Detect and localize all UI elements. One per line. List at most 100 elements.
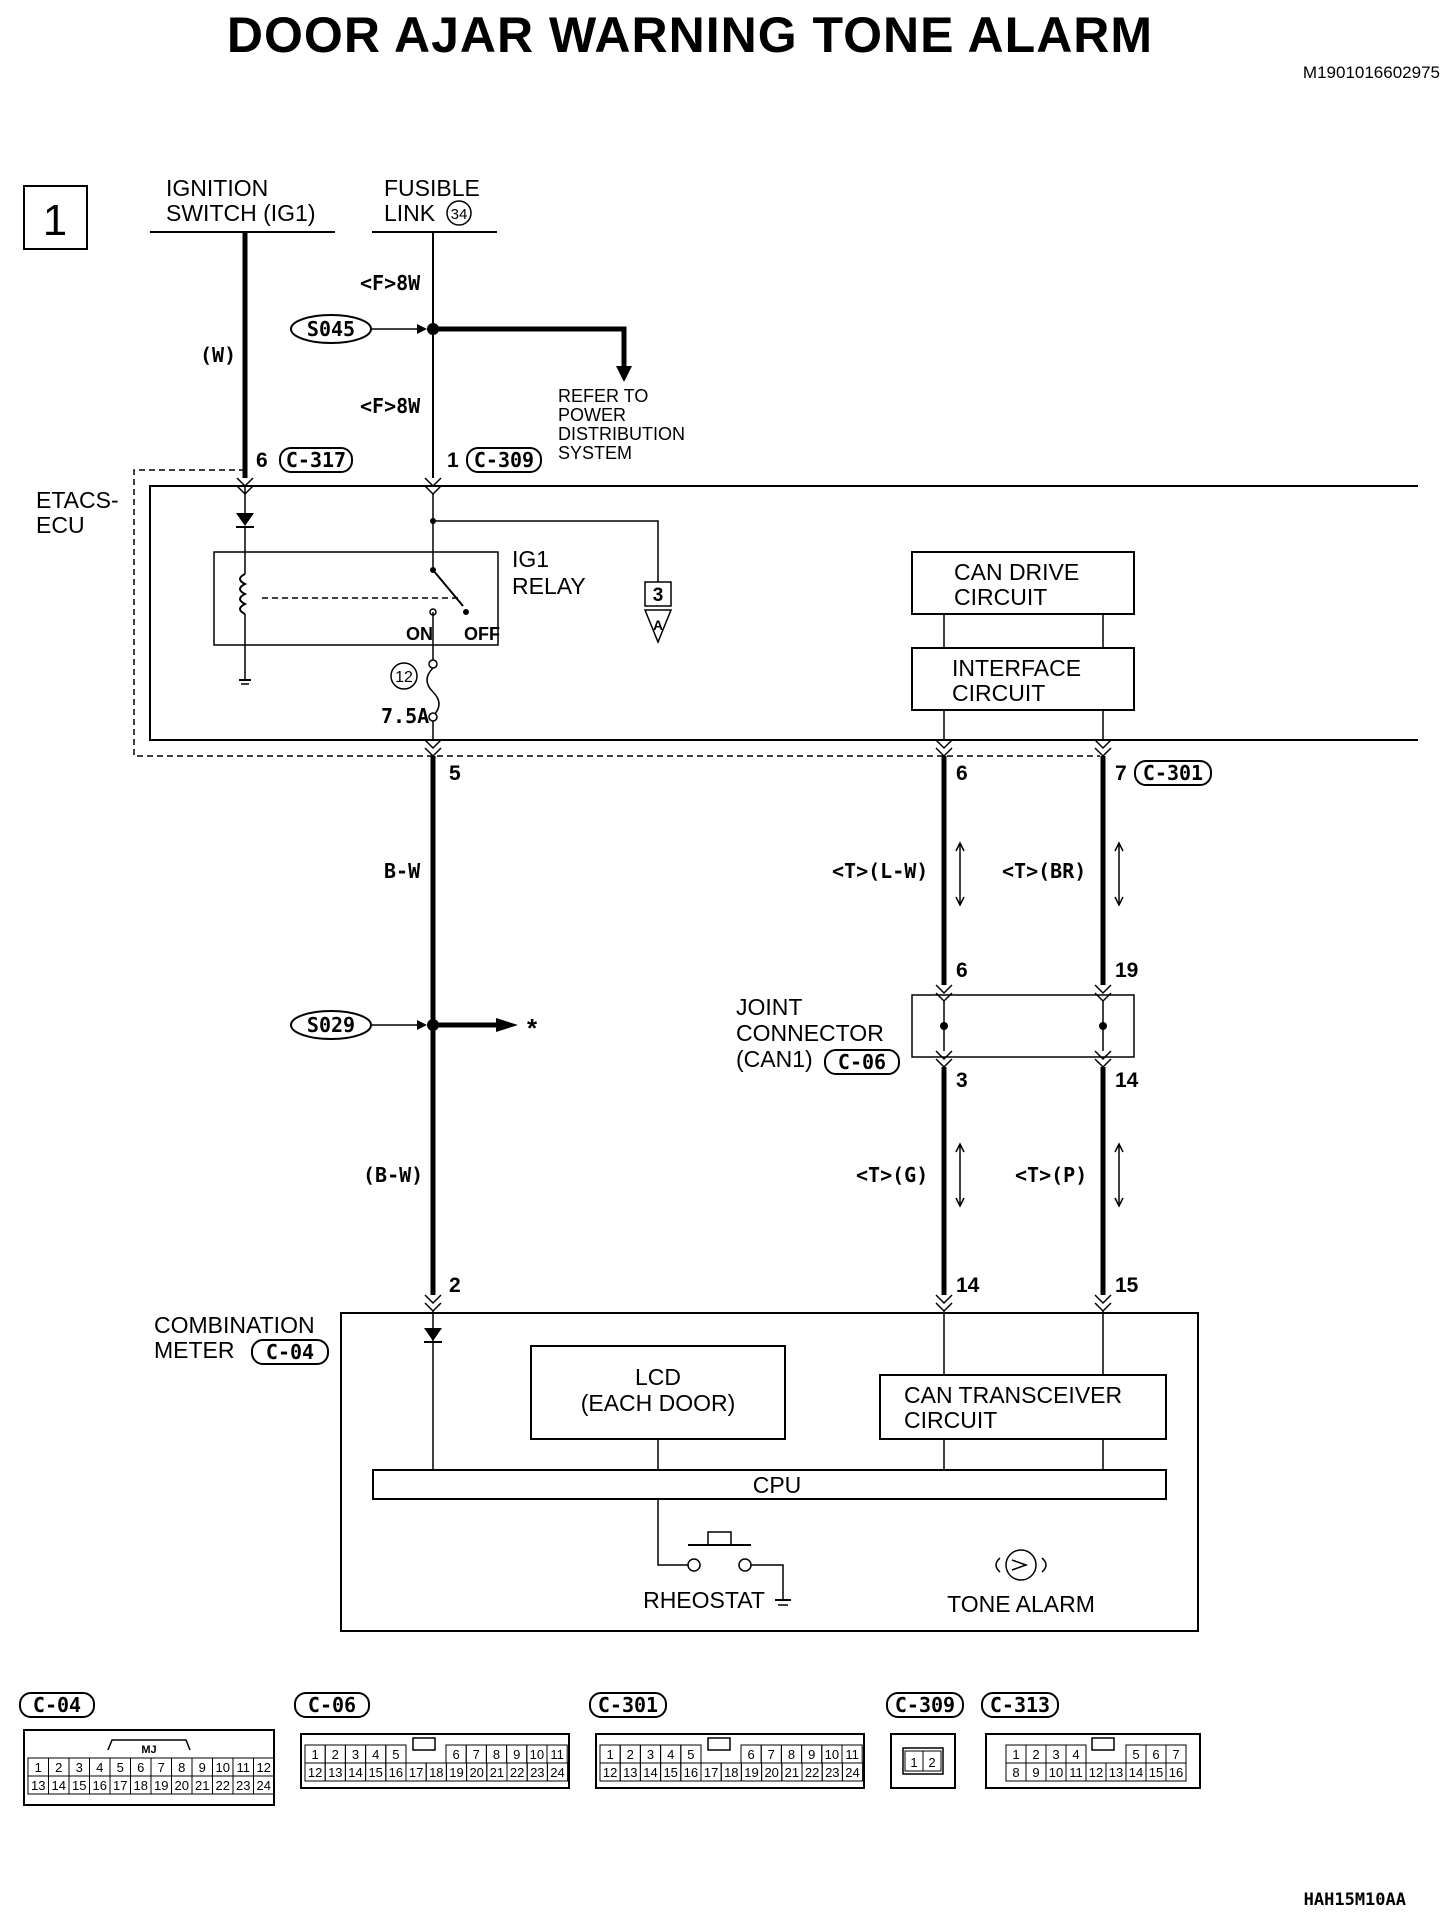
splice-s029-arrowhead	[417, 1020, 427, 1030]
connector-c301-pin-number: 4	[667, 1747, 674, 1762]
page-number-box	[23, 185, 88, 250]
connector-c301-pin-cell	[841, 1762, 864, 1782]
connector-c06-housing	[300, 1733, 570, 1789]
connector-c06-key	[412, 1737, 436, 1751]
connector-c301-badge	[1134, 760, 1212, 786]
connector-c313-key	[1091, 1737, 1115, 1751]
terminal-joint-3-inner	[935, 1058, 953, 1069]
ig1-relay-label-1: IG1	[512, 546, 549, 572]
terminal-pin6-ecu	[935, 739, 953, 750]
connector-c301-pin-number: 11	[845, 1747, 859, 1762]
connector-c06-badge	[824, 1049, 900, 1075]
connector-c301-pin-number: 2	[627, 1747, 634, 1762]
ig1-relay-box	[213, 551, 499, 646]
terminal-pin7-ecu	[1094, 739, 1112, 750]
lcd-label-2: (EACH DOOR)	[581, 1390, 736, 1416]
pin-7-ecu: 7	[1115, 762, 1127, 785]
connector-c06-label: C-06	[838, 1050, 886, 1074]
connector-c04-pin-number: 13	[31, 1778, 45, 1793]
can-transceiver-label-2: CIRCUIT	[904, 1407, 997, 1433]
joint-connector-box	[911, 994, 1135, 1058]
connector-c313-pin-cell	[1165, 1762, 1187, 1782]
connector-c301-pin-number: 8	[788, 1747, 795, 1762]
connector-c309-housing	[890, 1733, 956, 1789]
pin-5: 5	[449, 762, 461, 785]
joint-dot-right	[1099, 1022, 1107, 1030]
connector-c06-pin-number: 24	[550, 1765, 564, 1780]
connector-c04-pin-number: 16	[93, 1778, 107, 1793]
refer-text-2: POWER	[558, 405, 626, 425]
connector-c301-pin-number: 17	[704, 1765, 718, 1780]
connector-view-c313-label: C-313	[990, 1693, 1050, 1717]
splice-s045-arrowhead	[417, 324, 427, 334]
can-transceiver-box	[879, 1374, 1167, 1440]
terminal-joint-19	[1094, 984, 1112, 995]
splice-s029-badge	[290, 1010, 372, 1040]
connector-c06-pin-number: 13	[328, 1765, 342, 1780]
relay-coil	[239, 573, 248, 615]
fuse-number-circle	[390, 662, 418, 690]
can-drive-circuit-label-1: CAN DRIVE	[954, 559, 1079, 585]
connector-c301-pin-number: 14	[643, 1765, 657, 1780]
connector-c06-pin-number: 15	[368, 1765, 382, 1780]
connector-c06-pin-number: 1	[311, 1747, 318, 1762]
pin-6-c317: 6	[256, 449, 268, 472]
fuse-top-terminal	[428, 659, 438, 669]
connector-c313-pin-number: 10	[1049, 1765, 1063, 1780]
fuse-rating: 7.5A	[381, 704, 429, 728]
terminal-pin5-inner	[424, 747, 442, 758]
terminal-meter-15	[1094, 1294, 1112, 1305]
connector-c309-pin-number: 1	[910, 1755, 917, 1770]
connector-c06-pin-number: 20	[469, 1765, 483, 1780]
pin-15-meter: 15	[1115, 1274, 1139, 1297]
connector-c04-latch	[107, 1739, 191, 1751]
joint-connector-label-2: CONNECTOR	[736, 1020, 884, 1046]
connector-c04-pin-number: 4	[96, 1760, 103, 1775]
connector-c06-pin-number: 12	[308, 1765, 322, 1780]
connector-c301-pin-number: 20	[764, 1765, 778, 1780]
combination-meter-box	[340, 1312, 1199, 1632]
page-number: 1	[43, 196, 67, 245]
rheostat-label: RHEOSTAT	[643, 1587, 765, 1613]
terminal-pin6-ecu-inner	[935, 747, 953, 758]
connector-c309-pin-cell	[922, 1750, 942, 1772]
connector-c301-pin-number: 10	[825, 1747, 839, 1762]
connector-c301-pin-number: 7	[768, 1747, 775, 1762]
connector-c309-badge	[466, 447, 542, 473]
connector-c06-pin-number: 23	[530, 1765, 544, 1780]
wire-label-g: <T>(G)	[856, 1163, 928, 1187]
cpu-bar	[372, 1469, 1167, 1500]
connector-c301-pin-number: 19	[744, 1765, 758, 1780]
connector-view-c313-badge	[981, 1692, 1059, 1718]
connector-c04-pin-number: 12	[257, 1760, 271, 1775]
pin-6-joint: 6	[956, 959, 968, 982]
interface-circuit-label-2: CIRCUIT	[952, 680, 1045, 706]
refer-text-1: REFER TO	[558, 386, 648, 406]
connector-c309-inner	[902, 1747, 944, 1775]
wire-label-l-w: <T>(L-W)	[832, 859, 928, 883]
connector-c06-pin-number: 8	[493, 1747, 500, 1762]
bidirectional-arrow-br-bottom	[1114, 896, 1124, 907]
connector-c04-pin-number: 10	[216, 1760, 230, 1775]
cpu-label: CPU	[753, 1472, 802, 1498]
connector-c313-pin-number: 15	[1149, 1765, 1163, 1780]
fusible-link-number: 34	[451, 206, 468, 223]
terminal-meter-2-inner	[424, 1302, 442, 1313]
connector-c301-pin-number: 9	[808, 1747, 815, 1762]
connector-c06-pin-number: 14	[348, 1765, 362, 1780]
connector-c04-pin-number: 11	[237, 1760, 251, 1775]
bidirectional-arrow-g-bottom	[955, 1197, 965, 1208]
connector-view-c04-label: C-04	[33, 1693, 81, 1717]
wire-label-f8w-top: <F>8W	[360, 271, 421, 295]
joint-connector-label-3: (CAN1)	[736, 1046, 813, 1072]
tone-alarm-icon	[1005, 1549, 1037, 1581]
connector-c301-pin-number: 22	[805, 1765, 819, 1780]
reference-3-label: 3	[653, 585, 664, 606]
connector-c04-pin-number: 5	[117, 1760, 124, 1775]
connector-c04-pin-number: 20	[175, 1778, 189, 1793]
connector-c06-pin-number: 5	[392, 1747, 399, 1762]
connector-c04-pin-number: 1	[35, 1760, 42, 1775]
connector-c301-pin-number: 1	[606, 1747, 613, 1762]
connector-c06-pin-number: 9	[513, 1747, 520, 1762]
terminal-pin7-ecu-inner	[1094, 747, 1112, 758]
